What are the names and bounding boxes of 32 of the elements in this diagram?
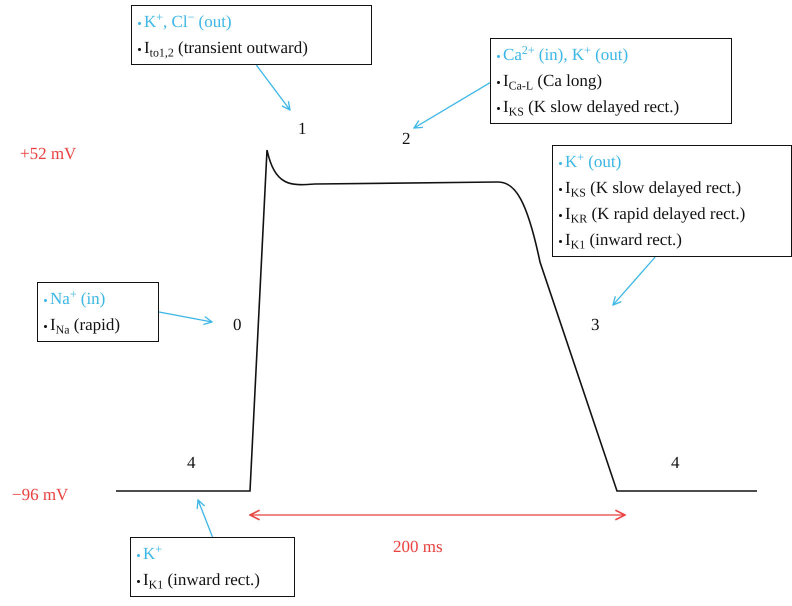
arrow [256,64,291,111]
current-text: I$_{Na}$ (rapid) [44,312,152,338]
voltage-label: +52 mV [20,144,76,164]
phase-number: 4 [671,453,680,473]
ion-current-box [130,537,295,597]
current-text: I$_{KR}$ (K rapid delayed rect.) [559,201,785,227]
phase-number: 4 [187,453,196,473]
duration-label: 200 ms [393,537,443,557]
ion-current-box [490,38,732,124]
ion-text: K$^{+}$ [137,541,288,567]
phase-number: 2 [402,130,410,148]
phase-number: 3 [591,316,600,334]
current-text: I$_{Ca-L}$ (Ca long) [497,68,725,94]
current-text: I$_{K1}$ (inward rect.) [137,567,288,593]
phase-number: 0 [233,316,242,334]
arrow [612,256,656,306]
ion-current-box [37,282,159,342]
ion-text: Na$^{+}$ (in) [44,286,152,312]
ion-current-box [131,5,372,65]
phase-number: 1 [298,120,306,138]
current-text: I$_{to1,2}$ (transient outward) [138,35,365,61]
ion-current-box [552,145,792,257]
arrow [196,499,214,538]
current-text: I$_{KS}$ (K slow delayed rect.) [559,175,785,201]
ion-text: K$^{+}$, Cl$^{−}$ (out) [138,9,365,35]
arrow [413,82,490,129]
ion-text: K$^{+}$ (out) [559,149,785,175]
current-text: I$_{KS}$ (K slow delayed rect.) [497,94,725,120]
voltage-label: −96 mV [12,485,68,505]
current-text: I$_{K1}$ (inward rect.) [559,227,785,253]
ion-text: Ca$^{2+}$ (in), K$^{+}$ (out) [497,42,725,68]
arrow [158,311,213,326]
